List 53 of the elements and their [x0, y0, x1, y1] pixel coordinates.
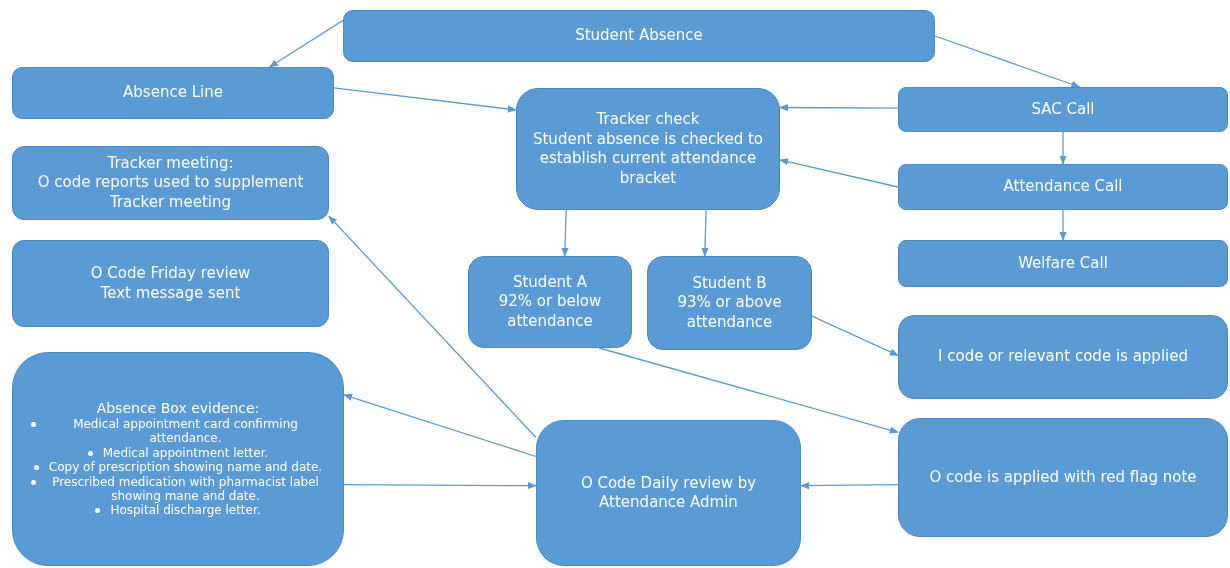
arrow — [1059, 131, 1067, 165]
arrow — [779, 158, 899, 188]
node-text: Text message sent — [100, 283, 241, 303]
node-heading: Tracker meeting: — [107, 153, 234, 174]
bullet-text: Prescribed medication with pharmacist label showing mane and date. — [51, 474, 320, 504]
arrow — [1059, 209, 1067, 241]
node-text: O code reports used to supplement Tracker meeting — [36, 173, 305, 213]
node-heading: Student A — [512, 272, 588, 293]
node-text: Student Absence — [575, 26, 703, 46]
node-text: 93% or above attendance — [676, 293, 783, 333]
arrow — [800, 481, 899, 490]
process-box — [12, 352, 344, 566]
node-text: O Code Daily review by Attendance Admin — [579, 473, 758, 513]
bullet-text: Copy of prescription showing name and date. — [48, 460, 323, 475]
node-text: SAC Call — [1031, 99, 1095, 120]
arrow — [343, 482, 537, 490]
node-text: I code or relevant code is applied — [938, 347, 1188, 367]
process-box — [898, 164, 1228, 210]
process-box — [536, 420, 801, 566]
node-text: Student absence is checked to establish current attendance bracket — [531, 129, 764, 188]
process-box — [468, 256, 632, 348]
node-heading: O Code Friday review — [90, 264, 251, 284]
node-text: Attendance Call — [1003, 177, 1123, 197]
arrow — [701, 209, 709, 257]
bullet-text: Medical appointment card confirming attendance. — [72, 417, 299, 446]
process-box — [898, 315, 1228, 399]
process-box — [12, 240, 329, 327]
arrow — [811, 315, 899, 356]
process-box — [898, 240, 1228, 287]
arrow — [333, 87, 517, 113]
node-text: Absence Line — [123, 83, 223, 103]
arrow — [561, 209, 569, 257]
arrow — [598, 347, 899, 434]
process-box — [898, 418, 1228, 537]
process-box — [647, 256, 812, 350]
process-box — [898, 87, 1228, 132]
arrow — [779, 103, 899, 112]
arrow — [343, 393, 537, 458]
bullet-text: Medical appointment letter. — [102, 445, 269, 461]
process-box — [343, 10, 935, 62]
arrow — [328, 215, 537, 439]
node-heading: Absence Box evidence: — [96, 400, 260, 418]
arrow — [934, 35, 1081, 88]
process-box — [516, 88, 780, 210]
arrow — [268, 19, 344, 68]
node-heading: Student B — [692, 273, 767, 294]
bullet-text: Hospital discharge letter. — [110, 503, 261, 518]
node-text: Welfare Call — [1018, 253, 1108, 274]
process-box — [12, 67, 334, 119]
node-text: O code is applied with red flag note — [929, 467, 1197, 488]
node-text: 92% or below attendance — [497, 292, 603, 332]
process-box — [12, 146, 329, 220]
node-heading: Tracker check — [596, 110, 700, 130]
